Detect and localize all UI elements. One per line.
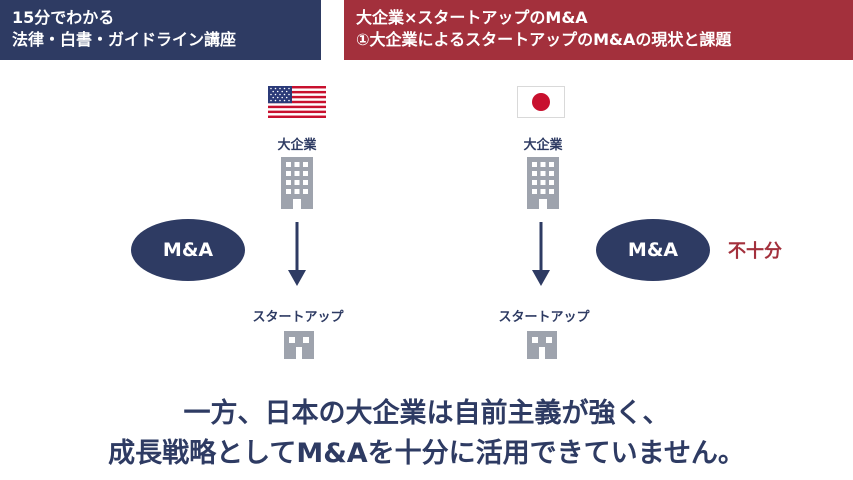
header-right-banner: 大企業×スタートアップのM&A ①大企業によるスタートアップのM&Aの現状と課題 [344,0,853,60]
jp-corporate-label: 大企業 [523,138,563,153]
header-left-line1: 15分でわかる [12,8,115,27]
down-arrow-icon [288,222,306,286]
summary-message: 一方、日本の大企業は自前主義が強く、 成長戦略としてM&Aを十分に活用できていま… [0,394,853,474]
header-left-line2: 法律・白書・ガイドライン講座 [12,30,237,49]
small-building-icon [284,331,314,359]
small-building-icon [527,331,557,359]
us-flag-icon [268,86,326,118]
header-right-line2: ①大企業によるスタートアップのM&Aの現状と課題 [356,30,732,49]
us-corporate-label: 大企業 [277,138,317,153]
insufficient-label: 不十分 [728,241,782,262]
header-left-banner: 15分でわかる 法律・白書・ガイドライン講座 [0,0,321,60]
jp-flag-icon [517,86,565,118]
us-startup-label: スタートアップ [252,310,344,325]
jp-ma-pill: M&A [596,219,710,281]
office-building-icon [527,157,559,209]
office-building-icon [281,157,313,209]
us-ma-pill: M&A [131,219,245,281]
jp-startup-label: スタートアップ [498,310,590,325]
summary-line2: 成長戦略としてM&Aを十分に活用できていません。 [108,438,745,469]
header-right-line1: 大企業×スタートアップのM&A [356,8,588,27]
down-arrow-icon [532,222,550,286]
summary-line1: 一方、日本の大企業は自前主義が強く、 [183,398,670,429]
